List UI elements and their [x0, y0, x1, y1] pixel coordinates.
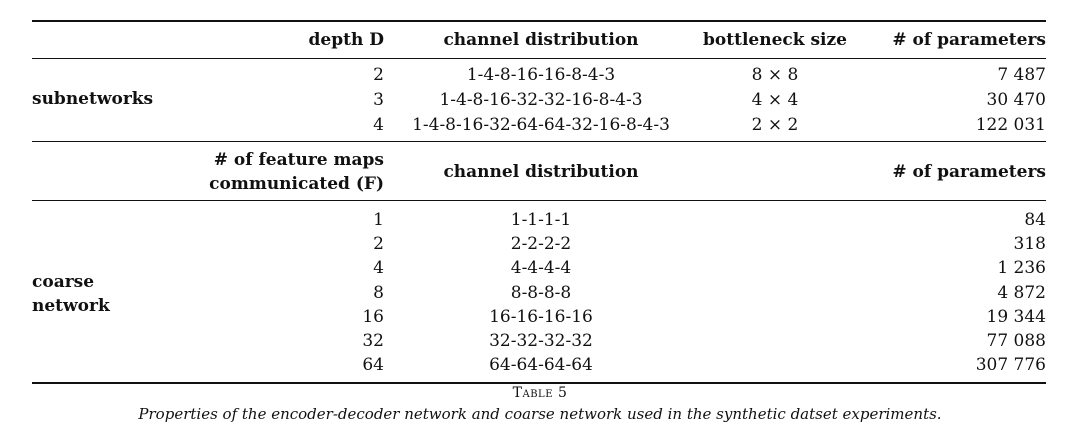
coarse-params-cell: 77 088: [986, 331, 1046, 351]
coarse-f-cell: 4: [373, 258, 384, 278]
header2-rule: [32, 200, 1046, 201]
subnetwork-bottleneck-cell: 2 × 2: [751, 115, 799, 135]
bottom-rule: [32, 382, 1046, 384]
coarse-f-cell: 2: [373, 234, 384, 254]
header-feature-maps-line2: communicated (F): [209, 174, 384, 194]
header-feature-maps-line1: # of feature maps: [213, 150, 384, 170]
coarse-channel-cell: 1-1-1-1: [510, 210, 572, 230]
coarse-f-cell: 8: [373, 283, 384, 303]
subnetwork-params-cell: 122 031: [975, 115, 1046, 135]
top-rule: [32, 20, 1046, 22]
header2-channel-distribution: channel distribution: [443, 162, 639, 182]
header-depth: depth D: [308, 30, 384, 50]
group-label-coarse-line1: coarse: [32, 272, 95, 292]
coarse-f-cell: 32: [362, 331, 384, 351]
coarse-channel-cell: 64-64-64-64: [489, 355, 593, 375]
header-channel-distribution: channel distribution: [443, 30, 639, 50]
subnetwork-params-cell: 30 470: [986, 90, 1046, 110]
header2-parameters: # of parameters: [892, 162, 1046, 182]
subnetwork-bottleneck-cell: 8 × 8: [751, 65, 799, 85]
coarse-params-cell: 307 776: [975, 355, 1046, 375]
subnetwork-depth-cell: 2: [373, 65, 384, 85]
subnetwork-depth-cell: 3: [373, 90, 384, 110]
coarse-params-cell: 4 872: [997, 283, 1046, 303]
coarse-channel-cell: 32-32-32-32: [489, 331, 593, 351]
coarse-f-cell: 16: [362, 307, 384, 327]
group-label-coarse-line2: network: [32, 296, 110, 316]
group-label-subnetworks: subnetworks: [32, 89, 154, 109]
coarse-f-cell: 1: [373, 210, 384, 230]
caption-text: Properties of the encoder-decoder networ…: [138, 405, 942, 423]
header1-rule: [32, 58, 1046, 59]
coarse-params-cell: 19 344: [986, 307, 1046, 327]
coarse-channel-cell: 8-8-8-8: [510, 283, 572, 303]
coarse-params-cell: 84: [1024, 210, 1046, 230]
subnetwork-channel-cell: 1-4-8-16-32-64-64-32-16-8-4-3: [412, 115, 670, 135]
subnetworks-end-rule: [32, 141, 1046, 142]
coarse-channel-cell: 4-4-4-4: [510, 258, 572, 278]
header-bottleneck-size: bottleneck size: [703, 30, 847, 50]
coarse-params-cell: 318: [1013, 234, 1046, 254]
subnetwork-channel-cell: 1-4-8-16-32-32-16-8-4-3: [439, 90, 643, 110]
caption-title: Table 5: [512, 385, 568, 401]
coarse-channel-cell: 16-16-16-16: [489, 307, 593, 327]
subnetwork-bottleneck-cell: 4 × 4: [751, 90, 799, 110]
coarse-params-cell: 1 236: [997, 258, 1046, 278]
coarse-f-cell: 64: [362, 355, 384, 375]
subnetwork-depth-cell: 4: [373, 115, 384, 135]
header-parameters: # of parameters: [892, 30, 1046, 50]
coarse-channel-cell: 2-2-2-2: [510, 234, 572, 254]
subnetwork-params-cell: 7 487: [997, 65, 1046, 85]
subnetwork-channel-cell: 1-4-8-16-16-8-4-3: [466, 65, 616, 85]
